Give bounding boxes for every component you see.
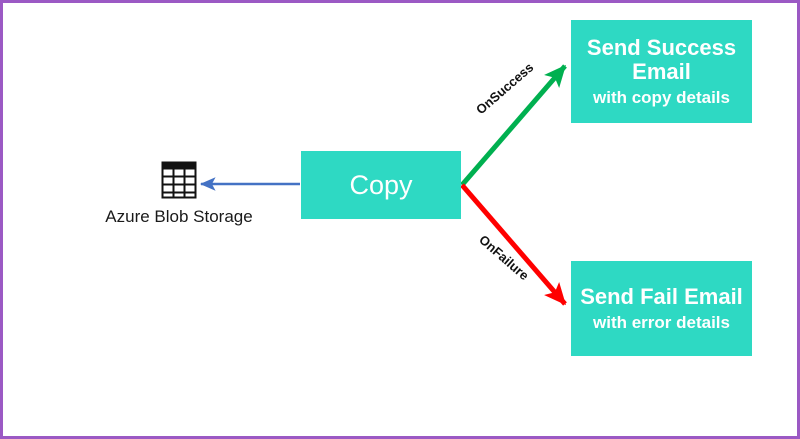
edge-label-on-failure: OnFailure: [476, 232, 532, 284]
node-copy-activity[interactable]: Copy: [301, 151, 461, 219]
node-label-copy: Copy: [349, 169, 413, 200]
node-sublabel-fail: with error details: [593, 312, 730, 332]
table-icon: [161, 161, 197, 199]
node-label-success-line2: Email: [632, 59, 691, 85]
node-label-success-line1: Send Success: [586, 34, 737, 60]
node-send-success-email[interactable]: Send Success Email with copy details: [571, 20, 752, 123]
node-sublabel-success: with copy details: [593, 88, 730, 108]
node-label-fail: Send Fail Email: [580, 284, 743, 310]
node-label-azure-blob-storage: Azure Blob Storage: [105, 207, 253, 226]
node-azure-blob-storage: Azure Blob Storage: [93, 161, 265, 227]
node-send-fail-email[interactable]: Send Fail Email with error details: [571, 261, 752, 356]
edge-label-on-success: OnSuccess: [473, 59, 537, 118]
